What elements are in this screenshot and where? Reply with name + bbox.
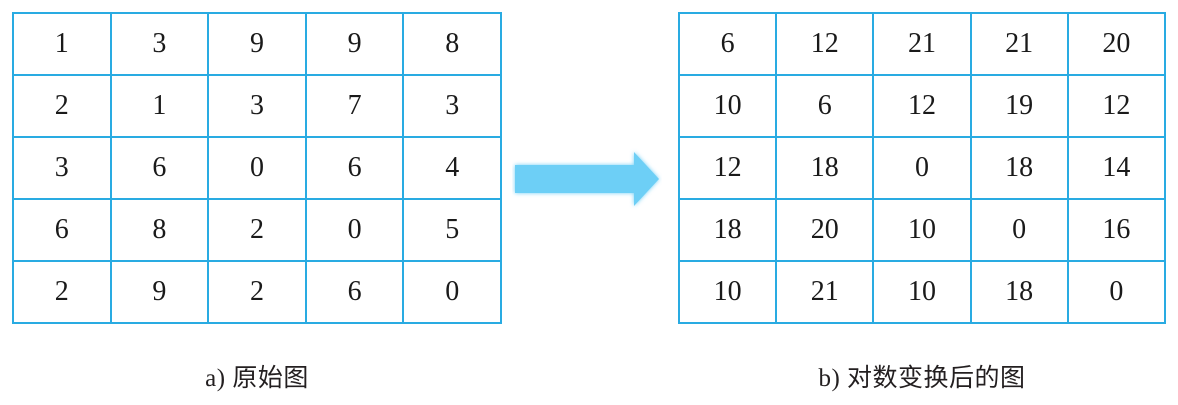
- matrix-cell: 5: [402, 198, 502, 262]
- table-row: 2 9 2 6 0: [12, 260, 502, 324]
- matrix-cell: 9: [304, 12, 405, 76]
- table-row: 10 21 10 18 0: [677, 260, 1167, 324]
- matrix-cell: 1: [109, 74, 210, 138]
- matrix-cell: 12: [1066, 74, 1167, 138]
- matrix-cell: 3: [402, 74, 502, 138]
- table-row: 10 6 12 19 12: [677, 74, 1167, 138]
- matrix-cell: 16: [1066, 198, 1167, 262]
- matrix-cell: 12: [872, 74, 972, 138]
- matrix-cell: 8: [109, 198, 210, 262]
- matrix-cell: 10: [872, 260, 972, 324]
- matrix-cell: 6: [109, 136, 210, 200]
- matrix-cell: 6: [12, 198, 112, 262]
- table-row: 18 20 10 0 16: [677, 198, 1167, 262]
- matrix-cell: 0: [207, 136, 307, 200]
- matrix-cell: 6: [775, 74, 875, 138]
- matrix-cell: 20: [1066, 12, 1167, 76]
- matrix-cell: 21: [872, 12, 972, 76]
- matrix-table-original: 1 3 9 9 8 2 1 3 7 3 3 6 0 6: [12, 12, 502, 324]
- matrix-cell: 6: [677, 12, 778, 76]
- matrix-cell: 12: [677, 136, 778, 200]
- transform-arrow: [512, 148, 662, 210]
- matrix-table-log: 6 12 21 21 20 10 6 12 19 12 12 18 0: [677, 12, 1167, 324]
- matrix-cell: 10: [872, 198, 972, 262]
- table-row: 12 18 0 18 14: [677, 136, 1167, 200]
- matrix-cell: 21: [775, 260, 875, 324]
- matrix-cell: 21: [969, 12, 1069, 76]
- matrix-cell: 0: [304, 198, 405, 262]
- panel-original: 1 3 9 9 8 2 1 3 7 3 3 6 0 6: [12, 12, 502, 324]
- caption-log-transformed: b) 对数变换后的图: [818, 365, 1026, 392]
- matrix-cell: 12: [775, 12, 875, 76]
- caption-original: a) 原始图: [205, 365, 309, 392]
- matrix-cell: 0: [402, 260, 502, 324]
- matrix-cell: 0: [872, 136, 972, 200]
- matrix-cell: 3: [12, 136, 112, 200]
- matrix-cell: 7: [304, 74, 405, 138]
- table-row: 1 3 9 9 8: [12, 12, 502, 76]
- matrix-cell: 2: [207, 198, 307, 262]
- matrix-cell: 20: [775, 198, 875, 262]
- matrix-cell: 18: [969, 136, 1069, 200]
- matrix-cell: 6: [304, 260, 405, 324]
- table-row: 3 6 0 6 4: [12, 136, 502, 200]
- matrix-cell: 18: [775, 136, 875, 200]
- matrix-cell: 2: [12, 74, 112, 138]
- matrix-cell: 6: [304, 136, 405, 200]
- table-row: 2 1 3 7 3: [12, 74, 502, 138]
- matrix-cell: 4: [402, 136, 502, 200]
- matrix-cell: 18: [969, 260, 1069, 324]
- panel-log-transformed: 6 12 21 21 20 10 6 12 19 12 12 18 0: [677, 12, 1167, 324]
- matrix-cell: 10: [677, 260, 778, 324]
- matrix-cell: 2: [12, 260, 112, 324]
- matrix-cell: 0: [969, 198, 1069, 262]
- matrix-cell: 1: [12, 12, 112, 76]
- matrix-cell: 0: [1066, 260, 1167, 324]
- matrix-cell: 9: [207, 12, 307, 76]
- matrix-cell: 14: [1066, 136, 1167, 200]
- table-row: 6 8 2 0 5: [12, 198, 502, 262]
- matrix-cell: 8: [402, 12, 502, 76]
- matrix-cell: 9: [109, 260, 210, 324]
- matrix-cell: 18: [677, 198, 778, 262]
- matrix-cell: 10: [677, 74, 778, 138]
- table-row: 6 12 21 21 20: [677, 12, 1167, 76]
- matrix-cell: 19: [969, 74, 1069, 138]
- right-arrow-icon: [515, 152, 659, 206]
- matrix-cell: 3: [207, 74, 307, 138]
- matrix-cell: 3: [109, 12, 210, 76]
- matrix-cell: 2: [207, 260, 307, 324]
